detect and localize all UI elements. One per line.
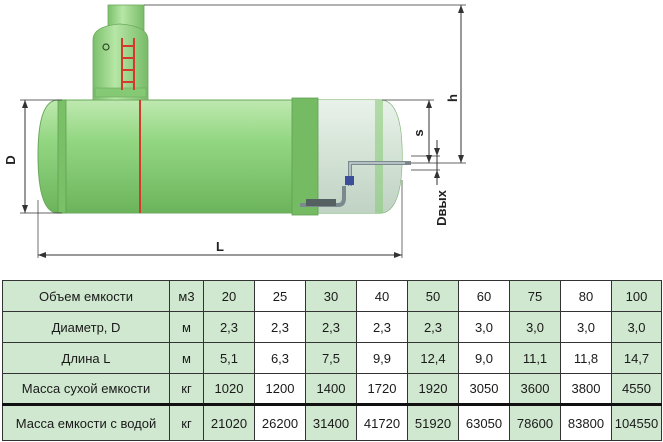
label-s: s xyxy=(411,129,426,136)
row-label: Масса емкости с водой xyxy=(2,403,170,441)
table-cell: 60 xyxy=(458,280,510,312)
table-cell: 5,1 xyxy=(203,342,255,374)
table-cell: 11,1 xyxy=(509,342,561,374)
row-unit: кг xyxy=(169,373,204,405)
table-cell: 75 xyxy=(509,280,561,312)
table-cell: 100 xyxy=(611,280,662,312)
table-cell: 21020 xyxy=(203,403,255,441)
table-cell: 1920 xyxy=(407,373,459,405)
table-cell: 31400 xyxy=(305,403,357,441)
label-h: h xyxy=(445,94,460,102)
row-label: Диаметр, D xyxy=(2,311,170,343)
table-cell: 6,3 xyxy=(254,342,306,374)
table-cell: 3,0 xyxy=(560,311,612,343)
table-cell: 3,0 xyxy=(509,311,561,343)
table-cell: 3,0 xyxy=(611,311,662,343)
table-cell: 1020 xyxy=(203,373,255,405)
table-cell: 26200 xyxy=(254,403,306,441)
row-unit: м xyxy=(169,342,204,374)
dimension-arrows xyxy=(22,5,464,258)
table-cell: 2,3 xyxy=(254,311,306,343)
table-cell: 2,3 xyxy=(305,311,357,343)
row-unit: м xyxy=(169,311,204,343)
table-cell: 41720 xyxy=(356,403,408,441)
table-cell: 3050 xyxy=(458,373,510,405)
table-cell: 104550 xyxy=(611,403,662,441)
table-cell: 14,7 xyxy=(611,342,662,374)
table-cell: 1200 xyxy=(254,373,306,405)
table-cell: 3600 xyxy=(509,373,561,405)
table-cell: 9,0 xyxy=(458,342,510,374)
table-cell: 1720 xyxy=(356,373,408,405)
table-cell: 11,8 xyxy=(560,342,612,374)
table-cell: 30 xyxy=(305,280,357,312)
table-cell: 51920 xyxy=(407,403,459,441)
table-cell: 2,3 xyxy=(407,311,459,343)
table-cell: 3800 xyxy=(560,373,612,405)
manhole-neck xyxy=(92,4,149,101)
row-label: Масса сухой емкости xyxy=(2,373,170,405)
table-cell: 78600 xyxy=(509,403,561,441)
table-cell: 1400 xyxy=(305,373,357,405)
row-label: Длина L xyxy=(2,342,170,374)
table-cell: 2,3 xyxy=(356,311,408,343)
row-unit: кг xyxy=(169,403,204,441)
table-cell: 20 xyxy=(203,280,255,312)
table-cell: 80 xyxy=(560,280,612,312)
table-cell: 9,9 xyxy=(356,342,408,374)
table-cell: 12,4 xyxy=(407,342,459,374)
table-cell: 4550 xyxy=(611,373,662,405)
table-cell: 3,0 xyxy=(458,311,510,343)
table-cell: 63050 xyxy=(458,403,510,441)
label-l: L xyxy=(216,239,224,254)
tank-body xyxy=(37,97,403,216)
table-cell: 7,5 xyxy=(305,342,357,374)
table-cell: 40 xyxy=(356,280,408,312)
table-cell: 2,3 xyxy=(203,311,255,343)
table-cell: 50 xyxy=(407,280,459,312)
outlet-pipe xyxy=(300,161,411,207)
row-unit: м3 xyxy=(169,280,204,312)
row-label: Объем емкости xyxy=(2,280,170,312)
table-cell: 25 xyxy=(254,280,306,312)
label-d-out: Dвых xyxy=(434,189,449,225)
table-cell: 83800 xyxy=(560,403,612,441)
tank-drawing: D L h s Dвых xyxy=(3,4,466,258)
label-d: D xyxy=(3,155,18,164)
ladder xyxy=(121,38,141,213)
